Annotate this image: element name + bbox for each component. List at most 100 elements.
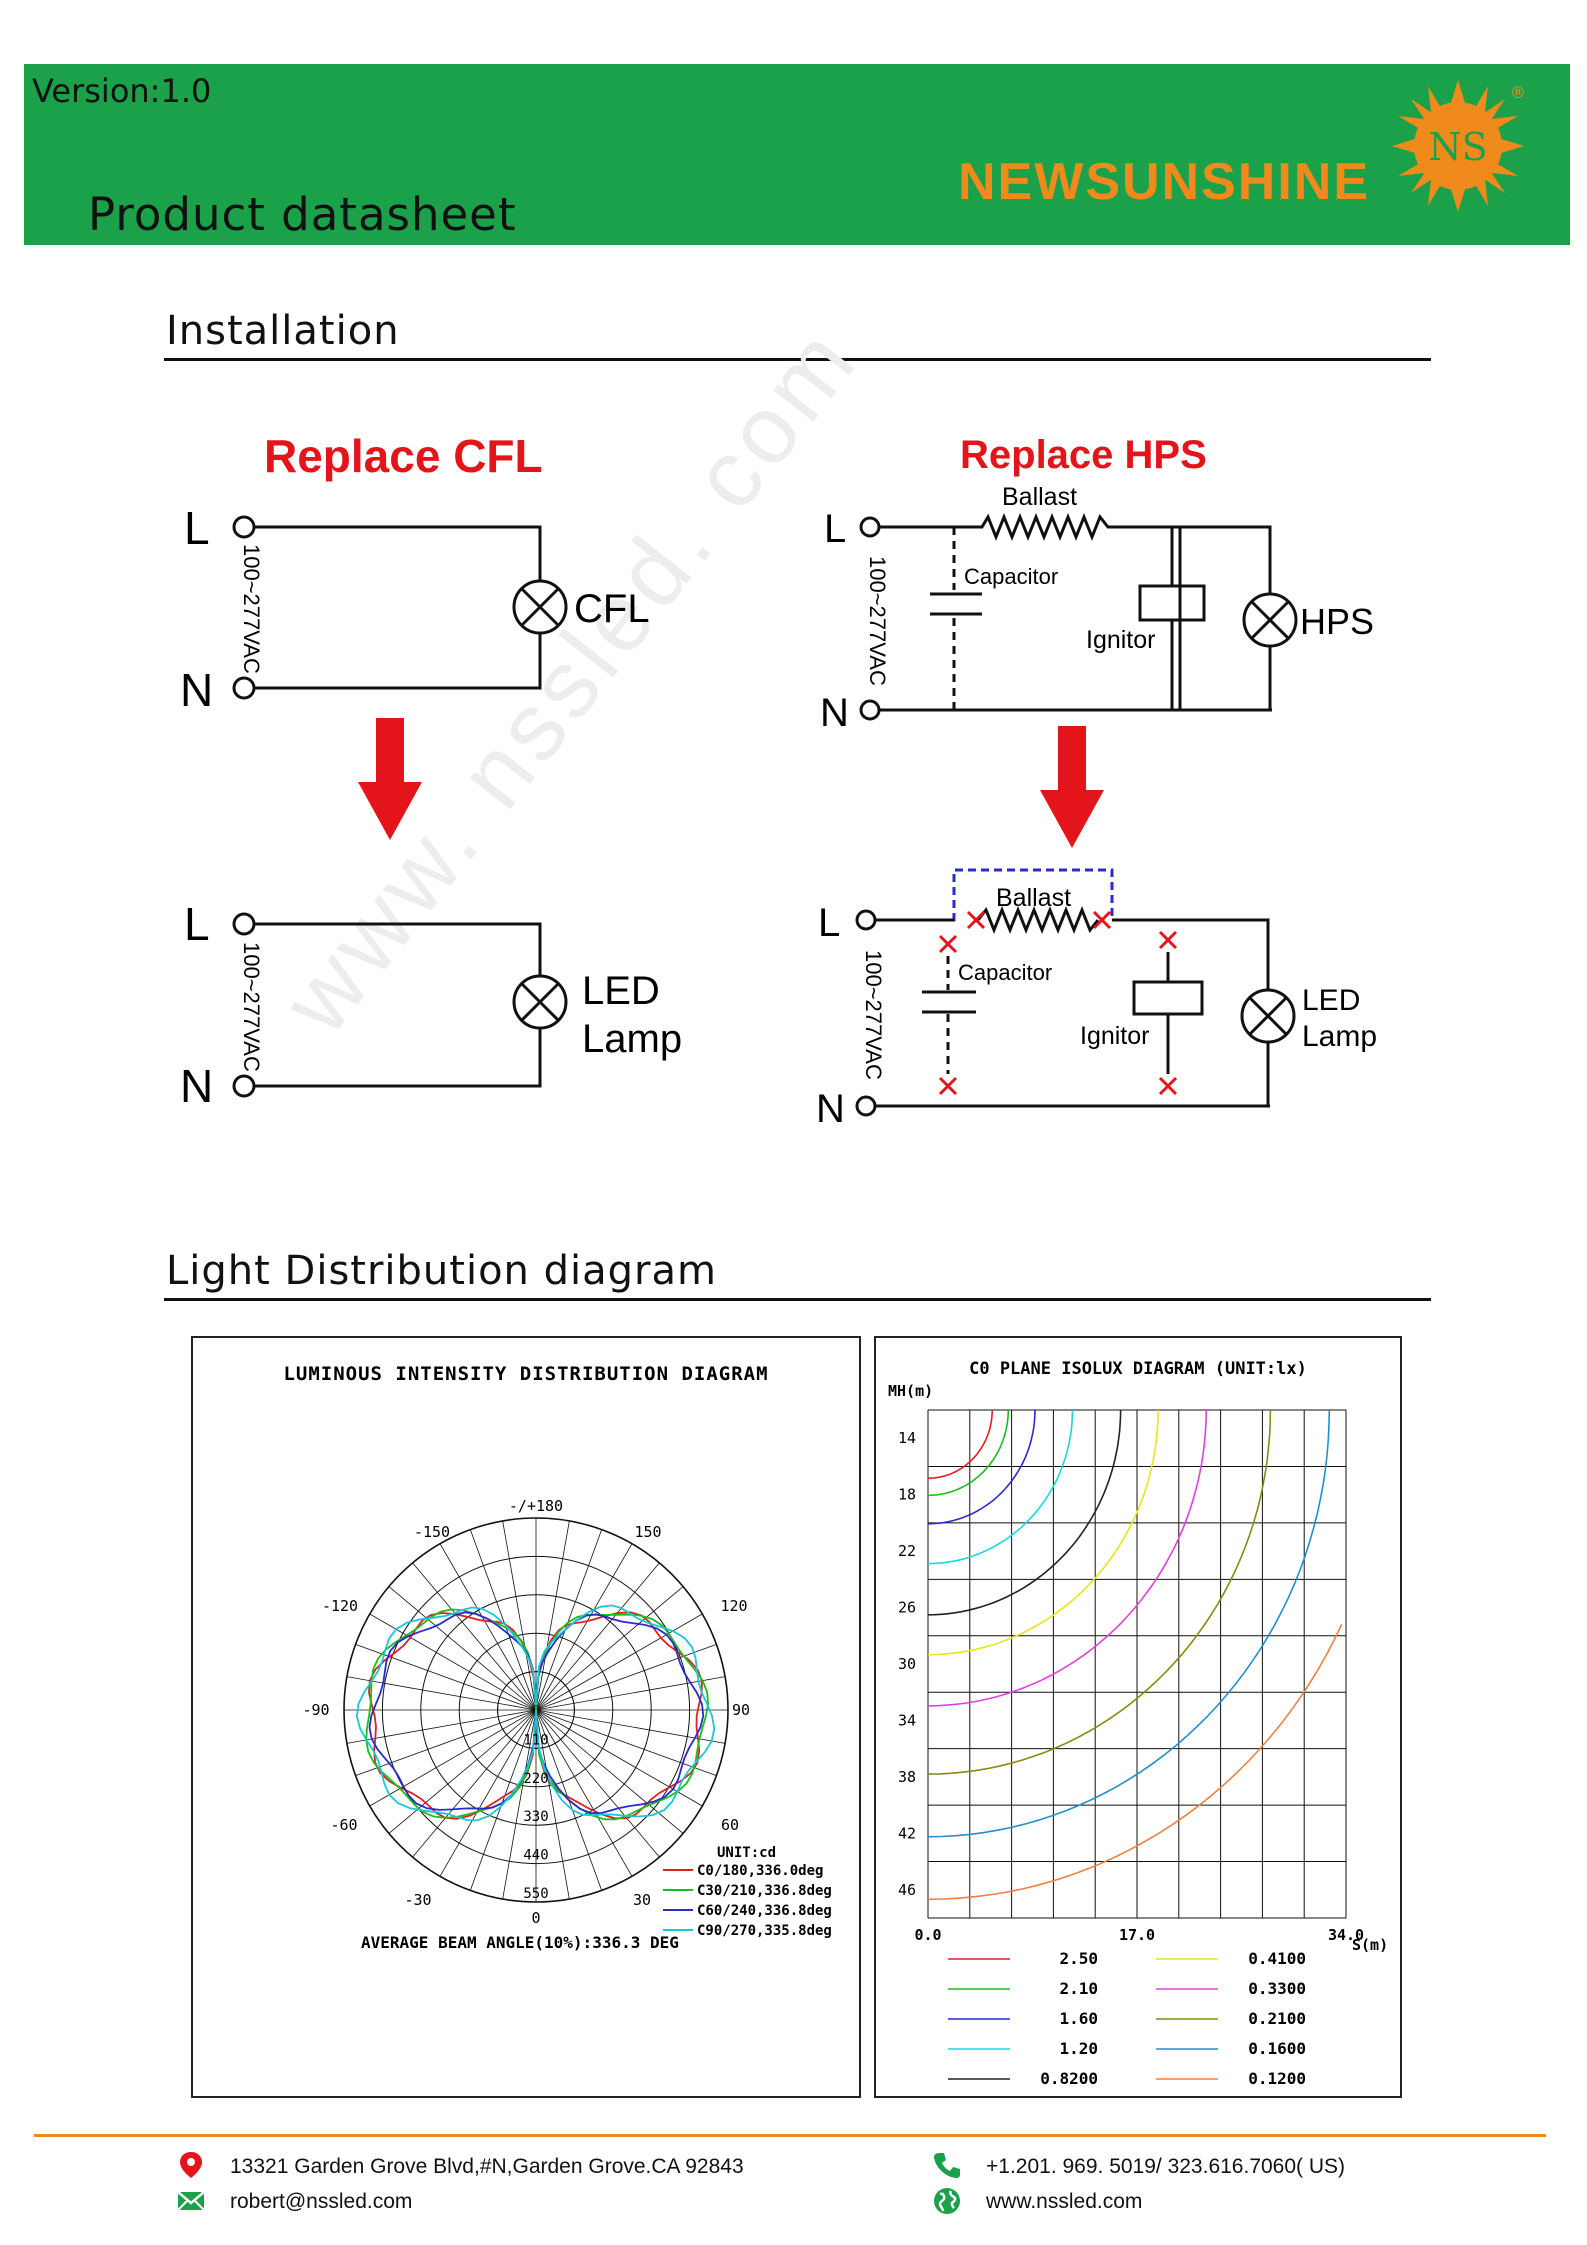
polar-unit-label: UNIT:cd <box>717 1845 776 1861</box>
cfl-voltage-label: 100~277VAC <box>239 544 264 674</box>
polar-radial-label: 550 <box>523 1886 548 1902</box>
polar-angle-label: -30 <box>404 1891 431 1909</box>
hps-led-ignitor-label: Ignitor <box>1080 1022 1149 1050</box>
polar-legend: C0/180,336.0degC30/210,336.8degC60/240,3… <box>663 1863 832 1939</box>
isolux-legend-label: 0.3300 <box>1248 1979 1306 1998</box>
polar-spoke <box>535 1709 570 1900</box>
polar-chart-frame: LUMINOUS INTENSITY DISTRIBUTION DIAGRAM … <box>191 1336 861 2098</box>
polar-spoke <box>388 1586 537 1711</box>
polar-spoke <box>535 1709 703 1807</box>
isolux-chart: C0 PLANE ISOLUX DIAGRAM (UNIT:lx) MH(m) … <box>888 1359 1388 2088</box>
watermark-text: www. nssled. com <box>262 306 879 1054</box>
polar-spoke <box>369 1709 537 1807</box>
isolux-y-tick: 22 <box>898 1542 916 1560</box>
polar-angle-label: 0 <box>531 1909 540 1927</box>
hps-ignitor-icon <box>1138 584 1206 622</box>
polar-average-label: AVERAGE BEAM ANGLE(10%):336.3 DEG <box>361 1933 679 1952</box>
isolux-chart-title: C0 PLANE ISOLUX DIAGRAM (UNIT:lx) <box>969 1359 1307 1379</box>
polar-legend-label: C0/180,336.0deg <box>697 1863 823 1879</box>
cfl-terminal-l <box>232 515 256 539</box>
isolux-contour <box>927 1409 1331 1838</box>
isolux-x-tick: 17.0 <box>1119 1926 1155 1944</box>
polar-radial-label: 220 <box>523 1771 548 1787</box>
polar-angle-label: -90 <box>302 1701 329 1719</box>
polar-angle-label: 90 <box>732 1701 750 1719</box>
footer-phone[interactable]: +1.201. 969. 5019/ 323.616.7060( US) <box>986 2155 1346 2178</box>
polar-spoke <box>535 1543 633 1711</box>
hps-led-capacitor-label: Capacitor <box>958 960 1052 985</box>
polar-legend-label: C90/270,335.8deg <box>697 1923 832 1939</box>
isolux-y-tick: 38 <box>898 1768 916 1786</box>
polar-spoke <box>346 1676 537 1711</box>
polar-spoke <box>502 1520 537 1711</box>
sun-logo-icon: NS ® <box>1392 80 1526 212</box>
cfl-title: Replace CFL <box>264 430 543 482</box>
isolux-legend-label: 1.60 <box>1059 2009 1098 2028</box>
isolux-chart-frame: C0 PLANE ISOLUX DIAGRAM (UNIT:lx) MH(m) … <box>874 1336 1402 2098</box>
isolux-contour <box>927 1410 993 1480</box>
hps-led-ballast-label: Ballast <box>996 884 1071 912</box>
globe-icon <box>934 2188 960 2214</box>
hps-line-label: L <box>824 507 846 551</box>
cfl-led-voltage-label: 100~277VAC <box>239 942 264 1072</box>
polar-angle-label: -120 <box>322 1597 358 1615</box>
isolux-legend-label: 0.2100 <box>1248 2009 1306 2028</box>
isolux-legend-label: 1.20 <box>1059 2039 1098 2058</box>
footer-divider <box>34 2134 1546 2137</box>
isolux-legend-label: 2.10 <box>1059 1979 1098 1998</box>
hps-lamp-icon <box>1242 592 1298 648</box>
isolux-y-axis-label: MH(m) <box>888 1382 933 1400</box>
isolux-x-axis-label: S(m) <box>1352 1936 1388 1954</box>
isolux-contour <box>927 1409 1272 1775</box>
isolux-grid <box>927 1409 1347 1919</box>
hps-led-voltage-label: 100~277VAC <box>861 950 886 1080</box>
isolux-x-tick: 34.0 <box>1328 1926 1364 1944</box>
cfl-led-neutral-label: N <box>180 1060 213 1112</box>
polar-spoke <box>388 1709 537 1834</box>
light-distribution-heading: Light Distribution diagram <box>166 1248 717 1294</box>
polar-spoke <box>369 1613 537 1711</box>
polar-spoke <box>535 1586 684 1711</box>
footer-email[interactable]: robert@nssled.com <box>230 2190 413 2213</box>
footer-website[interactable]: www.nssled.com <box>986 2190 1143 2213</box>
cfl-led-lamp-label-1: LED <box>582 969 660 1013</box>
isolux-y-tick: 34 <box>898 1711 916 1729</box>
isolux-y-tick: 26 <box>898 1599 916 1617</box>
cut-mark-icon <box>938 1076 958 1096</box>
hps-voltage-label: 100~277VAC <box>865 556 890 686</box>
isolux-contour <box>927 1409 1122 1616</box>
polar-spoke <box>535 1676 726 1711</box>
isolux-legend-label: 0.1600 <box>1248 2039 1306 2058</box>
polar-spoke <box>535 1709 726 1744</box>
polar-spoke <box>535 1643 717 1711</box>
polar-chart: LUMINOUS INTENSITY DISTRIBUTION DIAGRAM … <box>283 1363 832 1952</box>
isolux-contour <box>927 1624 1343 1901</box>
polar-spoke <box>439 1709 537 1877</box>
polar-angle-label: -60 <box>330 1816 357 1834</box>
header-band: Version:1.0 Product datasheet NEWSUNSHIN… <box>24 64 1570 245</box>
cfl-line-label: L <box>184 502 210 554</box>
isolux-y-tick: 14 <box>898 1429 916 1447</box>
isolux-contour <box>927 1409 1159 1656</box>
polar-spoke <box>502 1709 537 1900</box>
isolux-contour <box>928 1409 1010 1497</box>
polar-spoke <box>535 1613 703 1711</box>
polar-angle-label: 60 <box>721 1816 739 1834</box>
polar-spoke <box>469 1529 537 1711</box>
page-title: Product datasheet <box>88 188 517 241</box>
polar-spoke <box>535 1709 717 1777</box>
cut-mark-icon <box>966 910 986 930</box>
isolux-y-tick: 42 <box>898 1824 916 1842</box>
hps-led-lamp-label-2: Lamp <box>1302 1020 1377 1053</box>
polar-spoke <box>355 1709 537 1777</box>
isolux-legend-label: 2.50 <box>1059 1949 1098 1968</box>
isolux-legend-label: 0.8200 <box>1040 2069 1098 2088</box>
cfl-neutral-label: N <box>180 664 213 716</box>
isolux-y-tick: 46 <box>898 1881 916 1899</box>
location-pin-icon <box>180 2152 202 2178</box>
hps-ballast-label: Ballast <box>1002 483 1077 511</box>
email-icon <box>177 2191 205 2211</box>
hps-capacitor-label: Capacitor <box>964 564 1058 589</box>
isolux-curves <box>927 1409 1343 1901</box>
